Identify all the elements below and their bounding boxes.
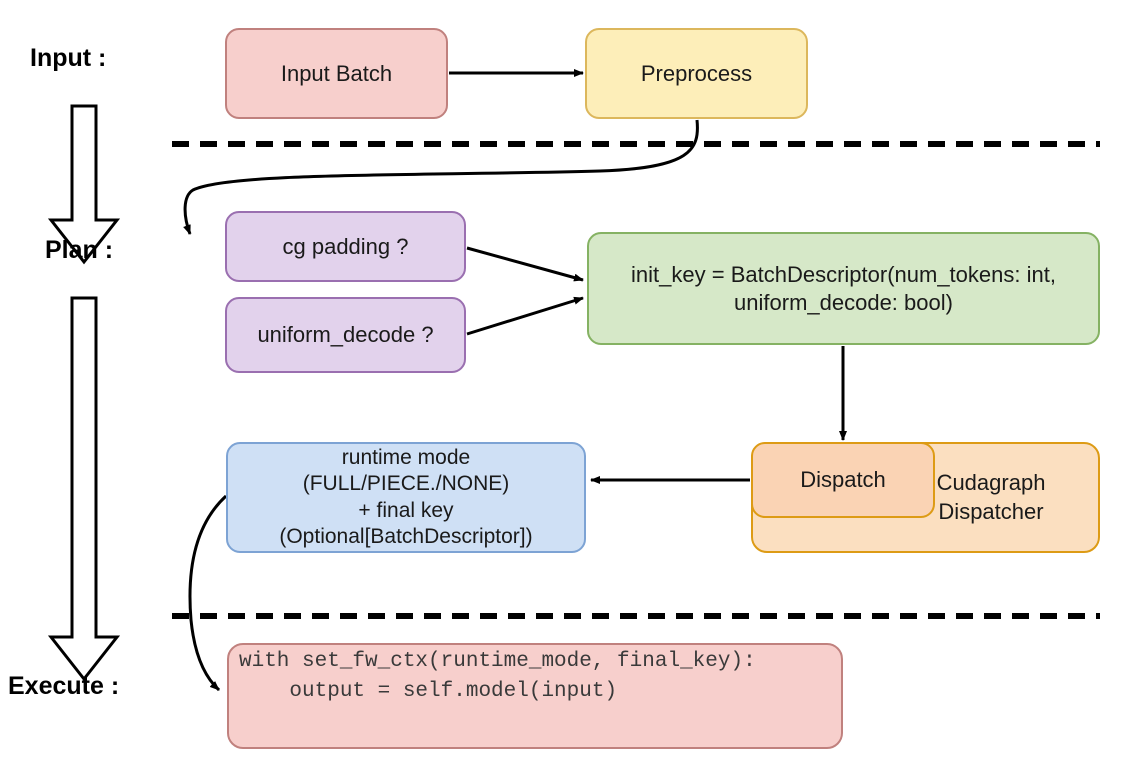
node-input-batch[interactable]: Input Batch — [225, 28, 448, 119]
block-arrow-input-to-plan — [47, 104, 121, 265]
node-cudagraph-dispatcher-line1: Cudagraph — [936, 469, 1046, 495]
stage-label-input: Input : — [30, 44, 107, 72]
node-code-line1: with set_fw_ctx(runtime_mode, final_key)… — [239, 650, 756, 673]
stage-label-execute: Execute : — [8, 672, 120, 700]
arrow-uniform-decode-to-init-key — [466, 296, 584, 336]
node-runtime-mode-line2: + final key (Optional[BatchDescriptor]) — [279, 498, 533, 548]
arrow-runtime-mode-to-code — [188, 494, 228, 692]
node-dispatch[interactable]: Dispatch — [751, 442, 935, 518]
node-runtime-mode[interactable]: runtime mode (FULL/PIECE./NONE) + final … — [226, 442, 586, 553]
node-init-key-line1: init_key = BatchDescriptor(num_tokens: i… — [631, 262, 1056, 287]
node-init-key[interactable]: init_key = BatchDescriptor(num_tokens: i… — [587, 232, 1100, 345]
node-init-key-line2: uniform_decode: bool) — [734, 289, 953, 315]
node-preprocess[interactable]: Preprocess — [585, 28, 808, 119]
arrow-cg-padding-to-init-key — [466, 246, 584, 282]
node-input-batch-label: Input Batch — [280, 60, 393, 86]
node-uniform-decode[interactable]: uniform_decode ? — [225, 297, 466, 373]
node-code-block[interactable]: with set_fw_ctx(runtime_mode, final_key)… — [227, 643, 843, 749]
block-arrow-plan-to-execute — [47, 296, 121, 682]
node-cg-padding[interactable]: cg padding ? — [225, 211, 466, 282]
node-runtime-mode-line1: runtime mode (FULL/PIECE./NONE) — [302, 446, 510, 496]
node-preprocess-label: Preprocess — [640, 60, 753, 86]
node-dispatch-label: Dispatch — [800, 467, 886, 493]
stage-label-plan: Plan : — [45, 236, 114, 264]
node-cudagraph-dispatcher-label: Cudagraph Dispatcher — [906, 469, 1076, 526]
node-code-line2: output = self.model(input) — [239, 680, 618, 704]
node-uniform-decode-label: uniform_decode ? — [257, 322, 434, 348]
arrow-preprocess-to-plan — [183, 119, 699, 235]
node-cudagraph-dispatcher-line2: Dispatcher — [938, 498, 1044, 524]
node-cg-padding-label: cg padding ? — [282, 233, 409, 259]
